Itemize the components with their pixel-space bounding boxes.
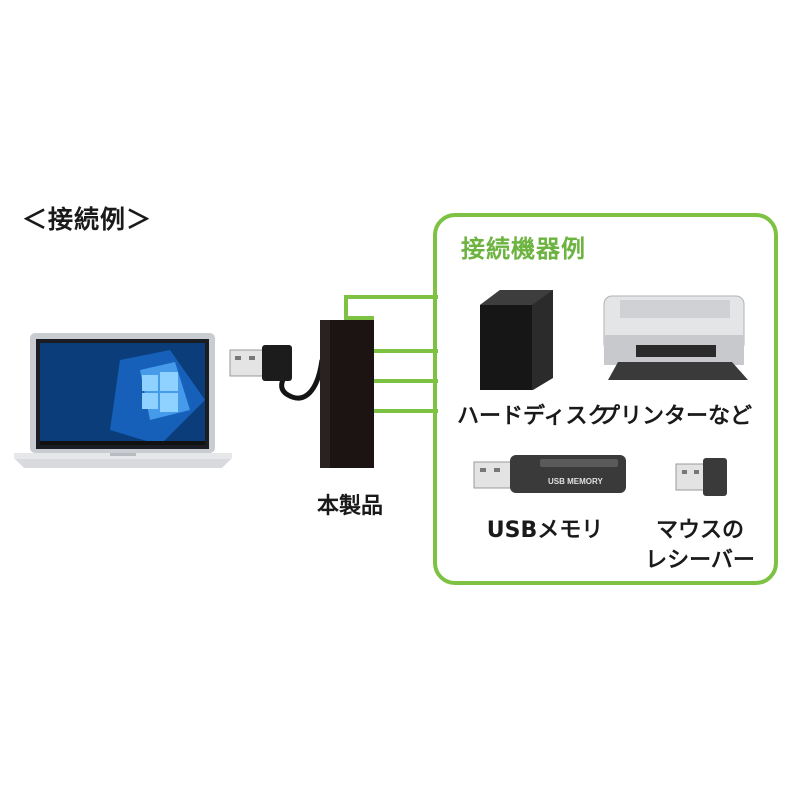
diagram-heading: ＜接続例＞ [22,205,153,234]
usb-memory-icon: USB MEMORY [473,455,626,493]
device-label-mouse-line2: レシーバー [645,548,755,573]
device-label-usb-memory: USBメモリ [486,518,604,543]
device-label-mouse-line1: マウスの [655,518,744,543]
device-examples-box [433,213,778,585]
printer-icon [603,295,748,380]
device-examples-title: 接続機器例 [461,235,586,263]
usb-memory-text: USB MEMORY [548,477,603,486]
device-label-hard-disk: ハードディスク [457,404,610,429]
device-label-printer: プリンターなど [598,404,753,429]
hard-disk-icon [480,290,553,390]
product-label: 本製品 [316,494,383,519]
laptop-illustration [14,333,232,468]
product-hub [320,320,374,468]
mouse-receiver-icon [675,458,727,496]
connection-lines [344,295,438,413]
usb-plug-icon [229,345,292,381]
connection-line-1 [344,295,438,320]
